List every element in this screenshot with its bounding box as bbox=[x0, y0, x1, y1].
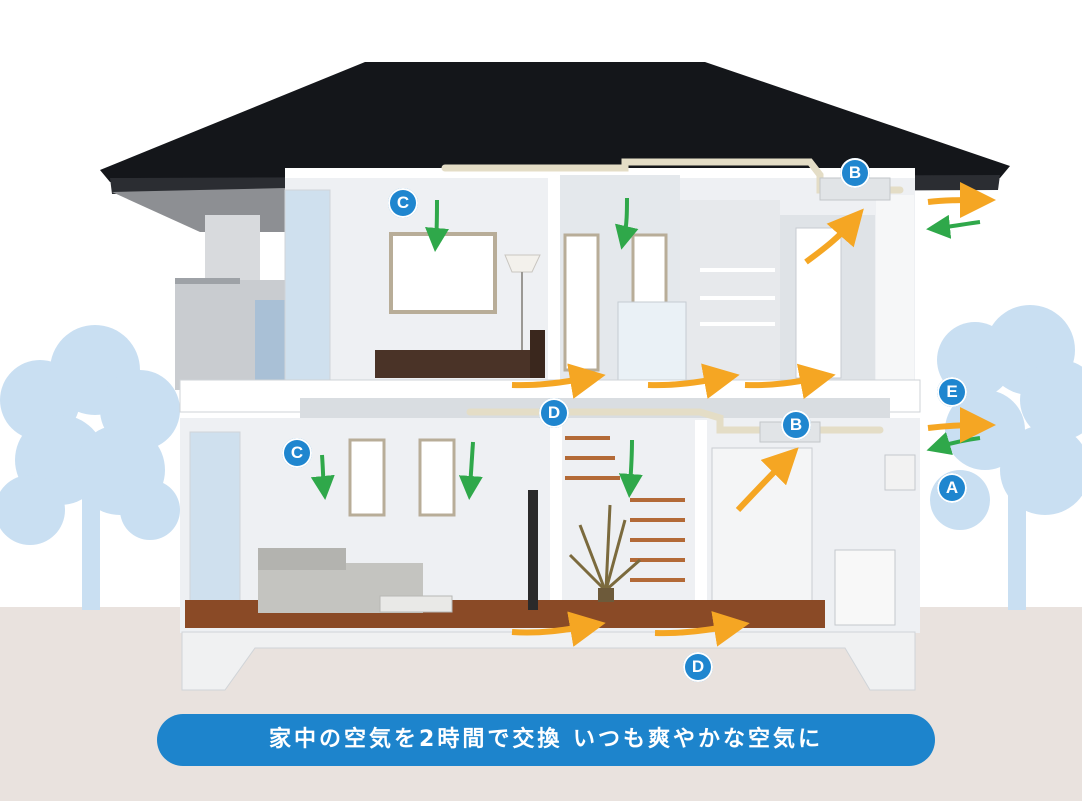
exhaust-arrows bbox=[310, 197, 981, 500]
tree-left bbox=[0, 325, 180, 610]
marker-b-upper: B bbox=[840, 158, 870, 188]
intake-arrows bbox=[511, 182, 996, 647]
marker-b-lower: B bbox=[781, 410, 811, 440]
upper-floor bbox=[284, 168, 915, 385]
marker-a: A bbox=[937, 473, 967, 503]
marker-d-upper: D bbox=[539, 398, 569, 428]
caption-banner: 家中の空気を2時間で交換 いつも爽やかな空気に bbox=[157, 714, 935, 766]
marker-c-upper: C bbox=[388, 188, 418, 218]
tree-right bbox=[930, 305, 1082, 610]
marker-d-lower: D bbox=[683, 652, 713, 682]
marker-c-lower: C bbox=[282, 438, 312, 468]
balcony bbox=[175, 215, 288, 390]
marker-e: E bbox=[937, 377, 967, 407]
